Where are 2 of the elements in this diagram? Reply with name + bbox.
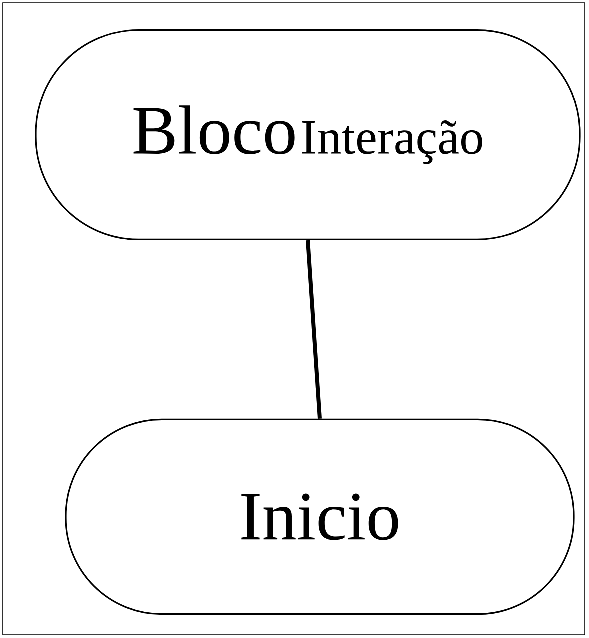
terminal-box: Inicio <box>65 418 575 616</box>
connector-line <box>306 240 322 419</box>
